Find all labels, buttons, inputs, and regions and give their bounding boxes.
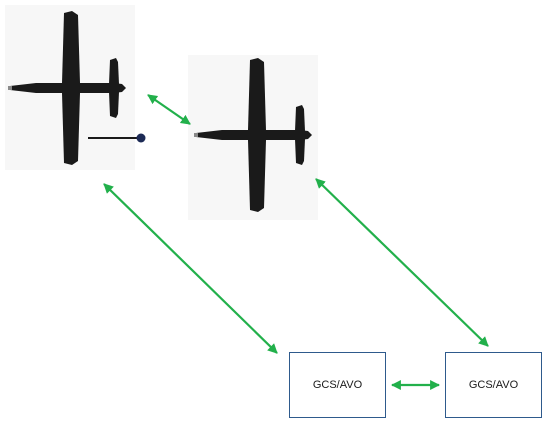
- ground-control-station-box: GCS/AVO: [289, 352, 386, 418]
- aircraft-2-to-gcs-link: [315, 178, 489, 347]
- gcs-label: GCS/AVO: [312, 379, 363, 391]
- aircraft-to-aircraft-link: [147, 94, 191, 125]
- aircraft-1-to-gcs-link: [103, 183, 278, 354]
- aircraft-icon: [194, 58, 312, 212]
- tether-ball: [136, 133, 146, 143]
- aircraft-nose: [8, 86, 12, 90]
- ground-control-station-box: GCS/AVO: [445, 352, 542, 418]
- aircraft-icon: [8, 11, 126, 165]
- gcs-label: GCS/AVO: [468, 379, 519, 391]
- aircraft-nose: [194, 133, 198, 137]
